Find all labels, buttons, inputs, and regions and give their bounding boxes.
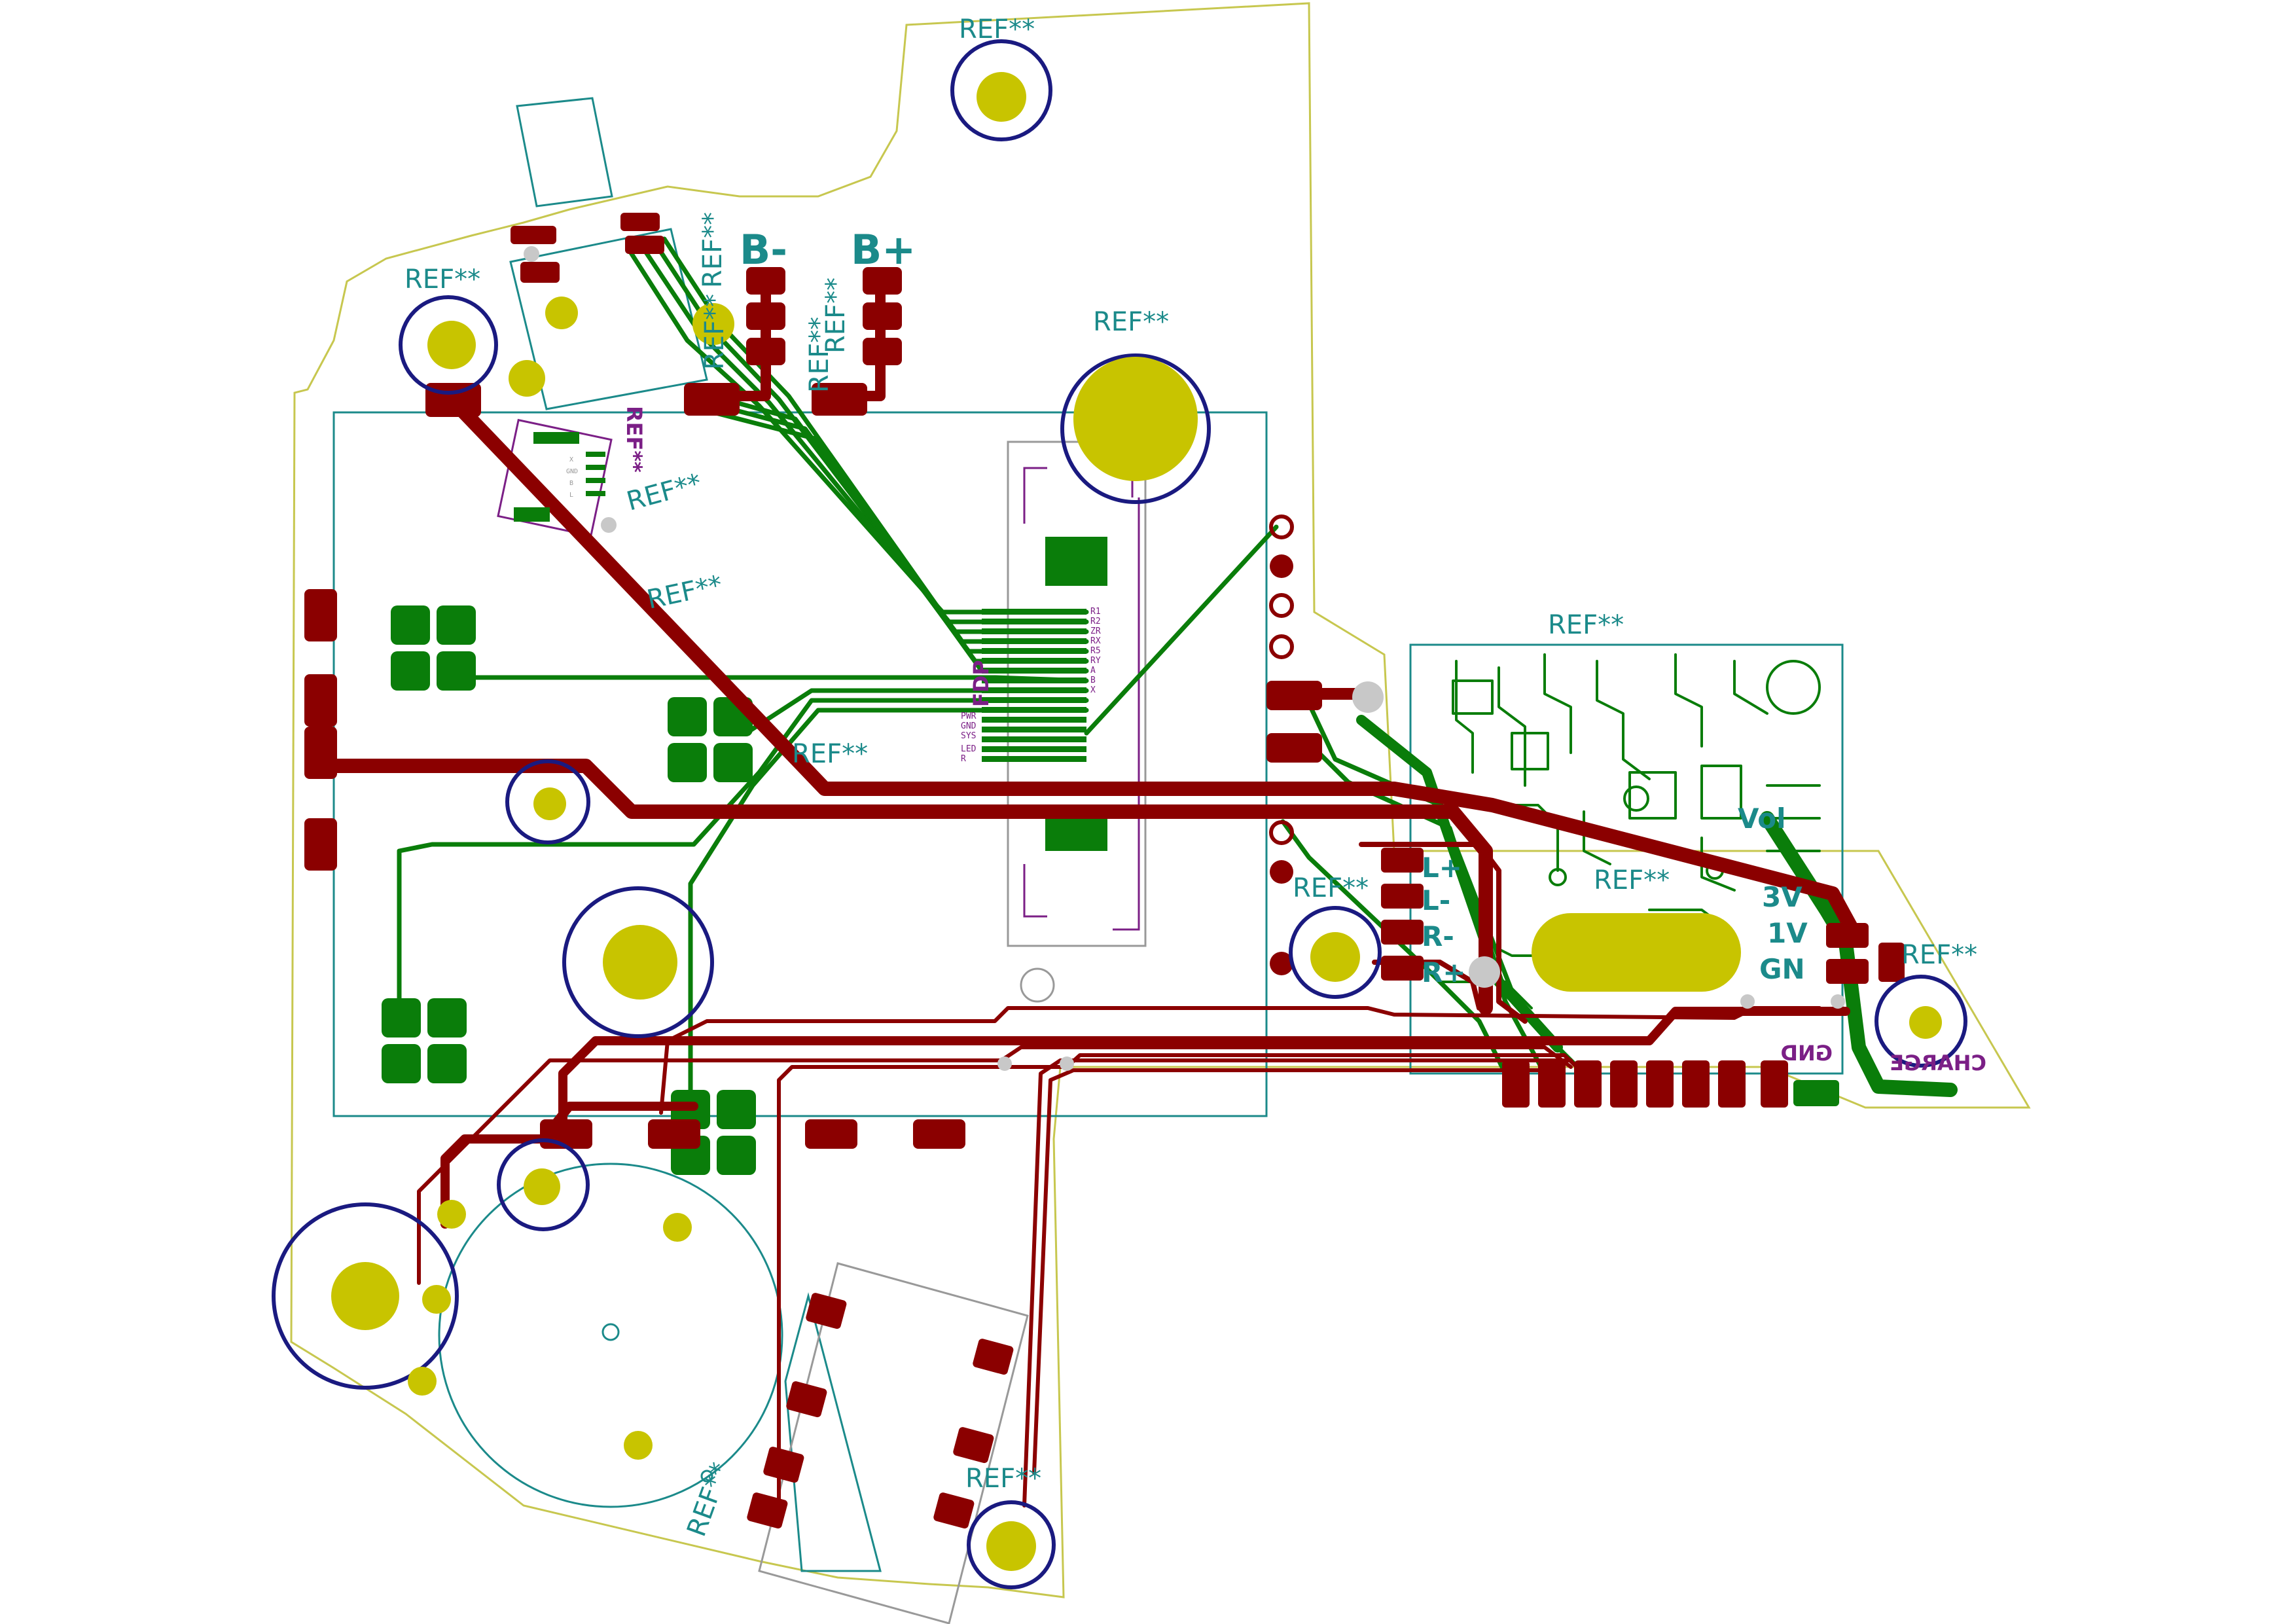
mcu-module-fab-side: [1113, 497, 1140, 931]
ref-label-switch-center: REF**: [1594, 865, 1670, 895]
trace-button-d: [688, 708, 1089, 1115]
mcu-pin-labels-right: R1 R2 ZR RX R5 RY A B X: [1090, 607, 1101, 695]
svg-text:PWR: PWR: [961, 712, 977, 721]
mcu-pin-labels-left: PWR GND SYS LED R: [961, 712, 977, 764]
red-pads-speaker-conn: [1381, 848, 1424, 981]
ref-label-charge: REF**: [1901, 940, 1977, 970]
svg-text:A: A: [1090, 666, 1096, 676]
red-pads-left-edge: [304, 589, 337, 871]
ref-label-batt-2: REF**: [821, 278, 851, 353]
speaker-silk-outline: [438, 1163, 783, 1508]
mcu-module-id: FDP: [969, 660, 994, 707]
svg-text:ZR: ZR: [1090, 626, 1101, 636]
red-pads-shoulder: [540, 1119, 965, 1149]
pin-3v-label: 3V: [1762, 881, 1803, 913]
trace-cart-left: [777, 1053, 1586, 1521]
battery-minus-label: B-: [740, 226, 787, 274]
header-pins-column: [1269, 514, 1294, 975]
pin-gnd-label: GN: [1759, 953, 1805, 985]
flex-connector-labels: X GND B L: [566, 456, 578, 499]
mcu-pad-top: [1045, 537, 1107, 586]
speaker-center-mark: [601, 1323, 620, 1341]
red-pad-battery-minus-foot: [684, 383, 740, 416]
mounting-holes: [272, 39, 1967, 1589]
vias: [524, 246, 1845, 1483]
ref-label-jack-2: REF**: [698, 212, 728, 288]
r-minus-label: R-: [1422, 920, 1454, 952]
red-pad-battery-plus-foot: [812, 383, 867, 416]
ref-label-flex: REF**: [624, 468, 705, 516]
svg-text:R: R: [961, 754, 966, 764]
mcu-mount-hole: [1020, 967, 1055, 1003]
svg-text:X: X: [1090, 685, 1096, 695]
ref-label-speaker: REF**: [681, 1459, 736, 1541]
svg-text:GND: GND: [566, 468, 578, 475]
button-pads-b: [382, 998, 467, 1083]
flex-connector-contacts: [514, 432, 605, 522]
gnd-mirror-label: GND: [1780, 1041, 1833, 1066]
svg-text:R5: R5: [1090, 646, 1101, 656]
ref-label-ab: REF**: [792, 739, 868, 769]
red-pads-battery-minus: [746, 267, 785, 365]
red-pads-switch: [747, 1293, 1014, 1529]
ref-label-audio: REF**: [1293, 873, 1369, 903]
svg-text:R1: R1: [1090, 607, 1101, 617]
pin-1v-label: 1V: [1767, 917, 1808, 949]
trace-audio-out: [1359, 842, 1528, 1024]
small-plated-pads: [408, 297, 734, 1460]
mcu-module-fab-bottom: [1023, 864, 1047, 918]
trace-power-diagonal: [444, 392, 1859, 937]
ref-label-dpad: REF**: [645, 570, 725, 615]
cart-slot-silk: [784, 1292, 882, 1572]
button-pads-select: [391, 605, 476, 691]
ref-label-mount-left: REF**: [404, 264, 480, 295]
trace-speaker-wire: [659, 1006, 1821, 1115]
red-pads-audio-jack: [1266, 681, 1322, 763]
power-switch-pad: [1532, 913, 1741, 992]
svg-text:X: X: [569, 456, 573, 463]
board-edge-outline: [290, 2, 2031, 1598]
trace-left-mid: [558, 1007, 1850, 1130]
r-plus-label: R+: [1422, 956, 1466, 988]
trace-cart-right-2: [1032, 1068, 1540, 1475]
jack-silk-outline: [509, 228, 708, 410]
trace-diagonal: [1084, 524, 1279, 736]
usb-connector-silk: [516, 97, 613, 208]
svg-text:B: B: [569, 480, 573, 487]
svg-text:RX: RX: [1090, 636, 1101, 646]
ref-label-power-module: REF**: [1548, 610, 1624, 640]
trace-button-c: [397, 698, 1089, 1004]
charge-label: CHARGE: [1890, 1051, 1986, 1075]
ref-label-big-hole: REF**: [1093, 307, 1169, 337]
l-minus-label: L-: [1422, 884, 1450, 916]
svg-text:L: L: [569, 492, 573, 499]
l-plus-label: L+: [1422, 852, 1462, 884]
ref-label-jack: REF**: [700, 294, 730, 370]
svg-text:RY: RY: [1090, 656, 1101, 666]
svg-text:B: B: [1090, 676, 1096, 685]
ref-label-top: REF**: [959, 14, 1035, 45]
trace-left-lower: [440, 1102, 698, 1229]
svg-text:GND: GND: [961, 721, 977, 731]
red-pads-header-bottom: [1502, 1060, 1839, 1108]
svg-text:LED: LED: [961, 744, 977, 754]
svg-text:R2: R2: [1090, 617, 1101, 626]
ref-label-batt-1: REF**: [804, 317, 834, 393]
ref-label-flex-fab: REF**: [622, 406, 647, 473]
mcu-module-outline: [1007, 441, 1147, 947]
battery-plus-label: B+: [851, 226, 916, 274]
svg-text:SYS: SYS: [961, 731, 976, 741]
vol-label: Vol: [1738, 803, 1785, 835]
red-pads-battery-plus: [863, 267, 902, 365]
mcu-pin-row: [982, 609, 1086, 762]
trace-power-horizontal: [314, 759, 1493, 1015]
trace-cart-right: [1022, 1058, 1573, 1507]
red-pads-usb: [511, 213, 664, 283]
red-pads-power-out: [1826, 923, 1905, 984]
ref-label-cart: REF**: [965, 1464, 1041, 1494]
